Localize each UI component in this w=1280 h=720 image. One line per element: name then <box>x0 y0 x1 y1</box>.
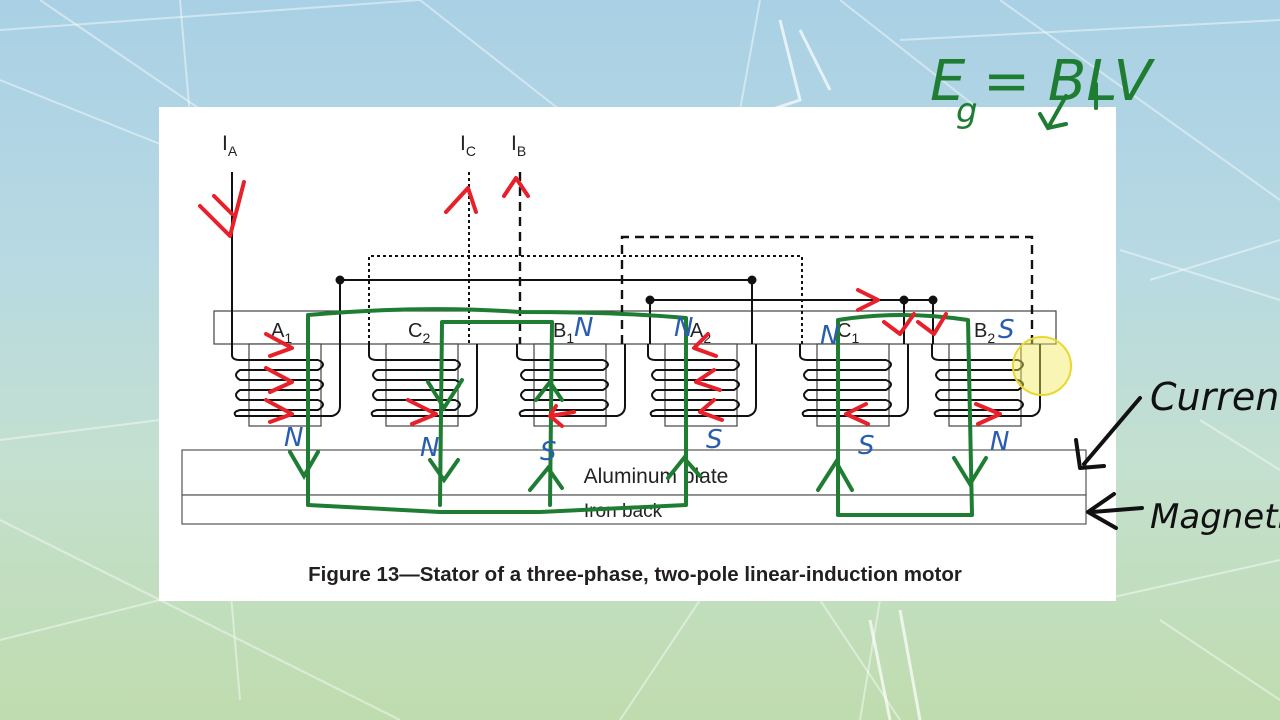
coil-label-a2: A2 <box>690 320 711 346</box>
coil-label-c2: C2 <box>408 320 430 346</box>
aluminum-plate <box>181 449 1087 496</box>
coil-label-c1: C1 <box>837 320 859 346</box>
pole-label: N <box>420 433 439 463</box>
junction-dots <box>335 275 938 305</box>
pole-label: N <box>574 313 593 343</box>
input-label-ib: IB <box>511 132 526 159</box>
pole-labels: N N N N N N S S S S <box>284 313 1015 467</box>
pole-label: N <box>990 427 1009 457</box>
legend-annotations: Current Magnetic <box>1150 375 1280 537</box>
coil-label-b2: B2 <box>974 320 995 346</box>
pole-label: S <box>706 425 723 455</box>
emf-equation-text: E = BLV <box>930 49 1155 114</box>
current-annotation: Current <box>1150 375 1280 419</box>
input-label-ia: IA <box>222 132 238 159</box>
iron-back-label: Iron back <box>584 501 663 522</box>
pole-label: S <box>998 315 1015 345</box>
phase-b-wiring <box>518 172 1034 344</box>
phase-c-wiring <box>368 172 803 344</box>
pole-label: N <box>674 313 693 343</box>
emf-equation-subscript: g <box>956 91 978 131</box>
equation-marks <box>1038 82 1098 131</box>
current-arrows <box>198 176 1002 428</box>
magnetic-annotation: Magnetic <box>1150 497 1280 537</box>
iron-back <box>181 494 1087 525</box>
aluminum-plate-label: Aluminum plate <box>584 465 729 488</box>
pole-label: N <box>284 423 303 453</box>
coil-label-b1: B1 <box>553 320 574 346</box>
flux-arrows <box>288 378 988 492</box>
coil-windings <box>231 344 1041 417</box>
emf-equation: E = BLV g <box>930 49 1155 131</box>
pole-label: N <box>820 321 839 351</box>
cursor-highlight <box>1012 336 1072 396</box>
pole-label: S <box>540 437 557 467</box>
pole-label: S <box>858 431 875 461</box>
figure-caption: Figure 13—Stator of a three-phase, two-p… <box>308 563 962 586</box>
annotation-arrows <box>1074 396 1144 530</box>
input-label-ic: IC <box>460 132 476 159</box>
